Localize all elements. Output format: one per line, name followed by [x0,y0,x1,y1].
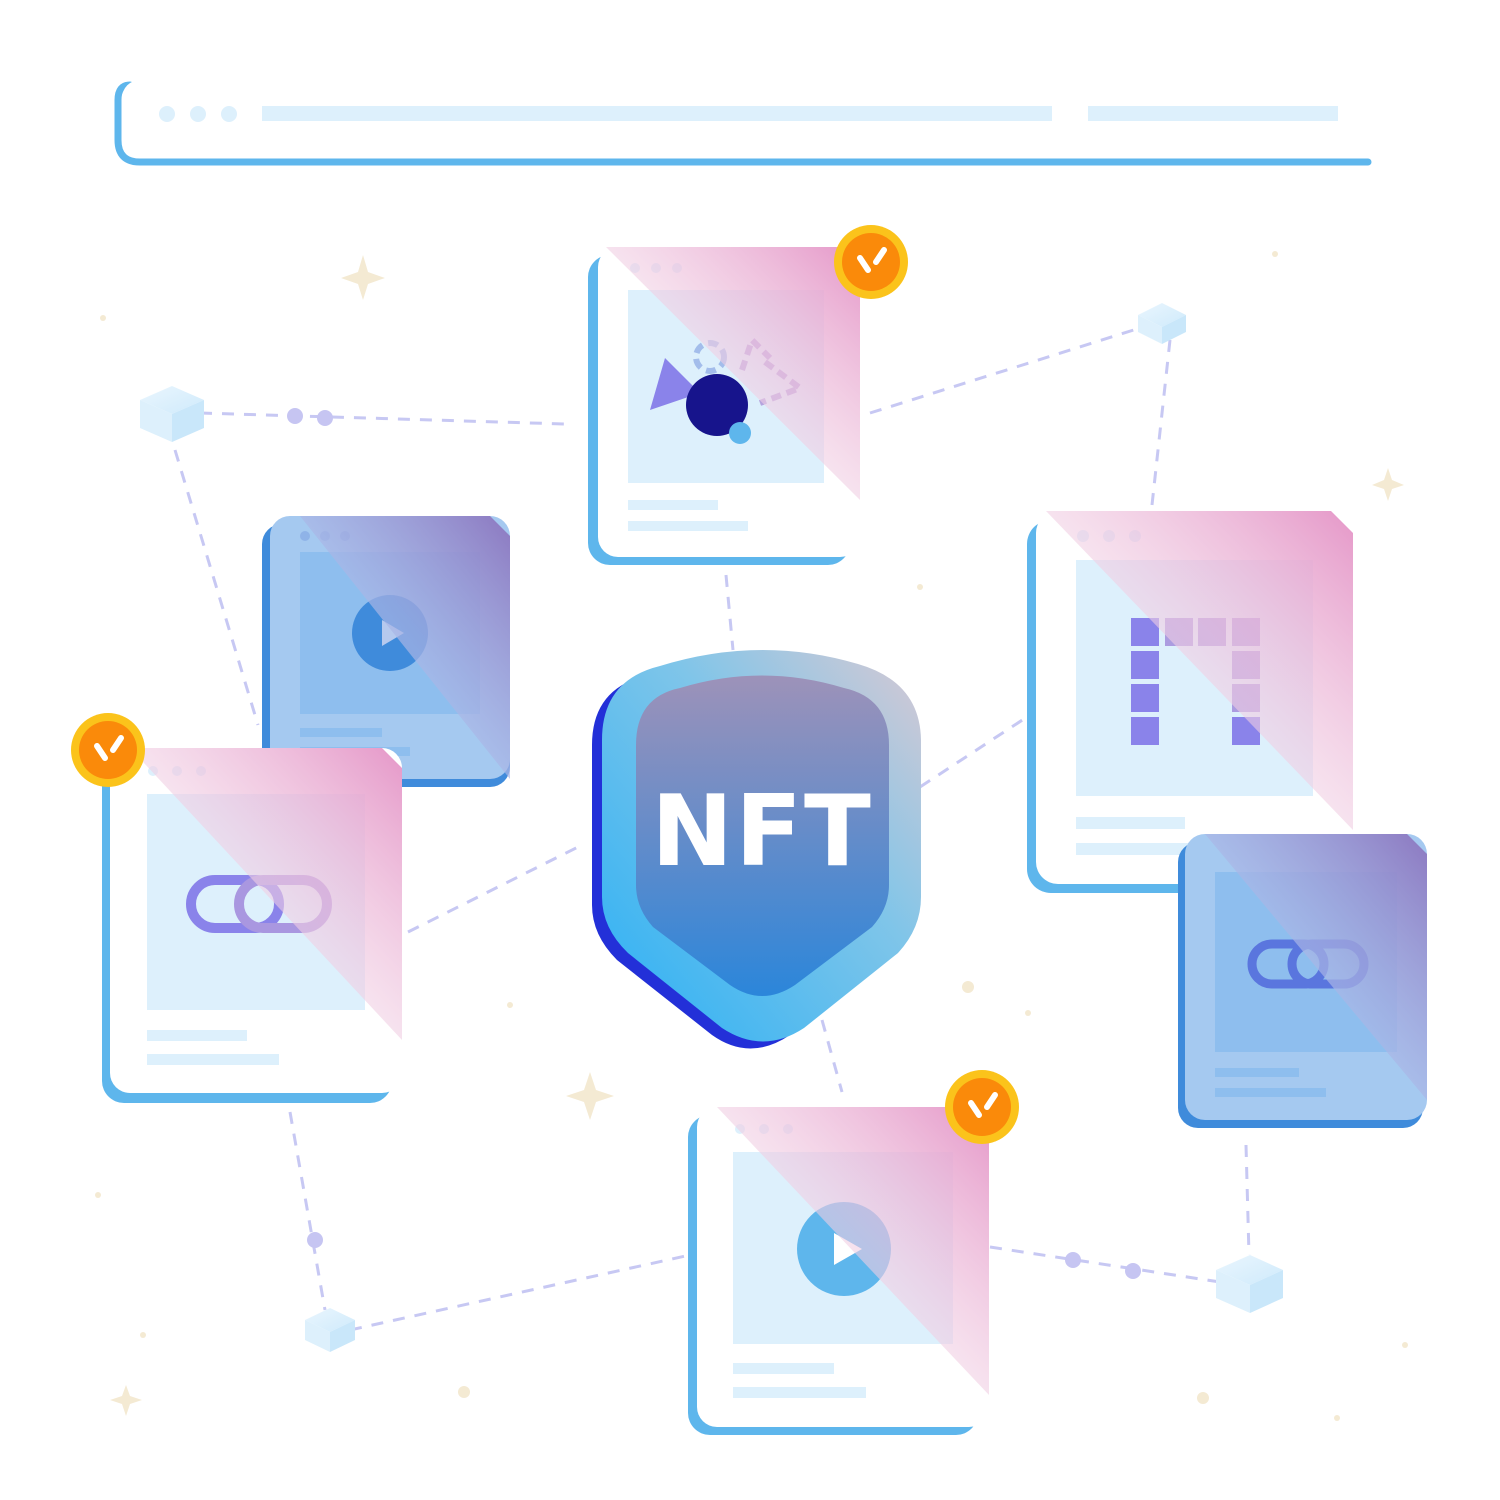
cube-icon [1138,303,1186,344]
nft-card-video[interactable] [688,1107,989,1435]
shield-label: NFT [651,775,873,889]
cube-icon [140,386,204,442]
cube-icon [1216,1255,1283,1313]
nft-card-pixel[interactable] [1027,511,1353,893]
nft-card-link[interactable] [102,748,402,1103]
timer-icon[interactable] [71,713,145,787]
browser-address-bar-icon [114,80,1372,166]
timer-icon[interactable] [945,1070,1019,1144]
decorative-stars [95,251,1408,1421]
cube-icon [305,1308,355,1352]
nft-card-video-back[interactable] [262,516,510,787]
timer-icon[interactable] [834,225,908,299]
nft-card-link-back[interactable] [1178,834,1427,1128]
network-dots [287,408,1141,1279]
network-lines [173,326,1251,1332]
nft-card-abstract[interactable] [588,247,860,565]
nft-shield[interactable]: NFT [592,649,921,1049]
